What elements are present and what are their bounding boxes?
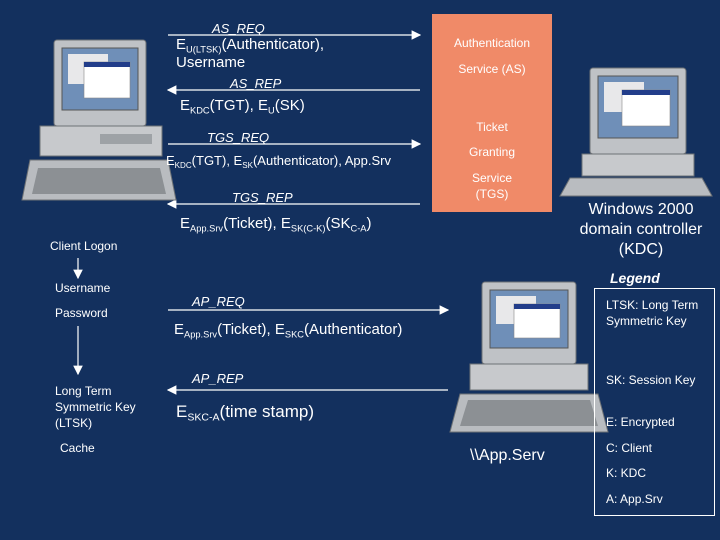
as-label-line2: Service (AS)	[458, 62, 526, 76]
kdc-services-box: Authentication Service (AS) Ticket Grant…	[432, 14, 552, 212]
tgs-rep-label: TGS_REP	[232, 190, 293, 205]
as-rep-label: AS_REP	[230, 76, 282, 91]
as-label-line1: Authentication	[453, 36, 531, 50]
as-req-username: Username	[176, 54, 246, 71]
ap-req-label: AP_REQ	[192, 294, 245, 309]
legend-item-sk: SK: Session Key	[606, 373, 696, 387]
legend-title: Legend	[610, 270, 660, 286]
tgs-label-line2: Granting	[468, 145, 516, 159]
legend-item-k: K: KDC	[606, 466, 647, 480]
tgs-rep-payload: EApp.Srv(Ticket), ESK(C-K)(SKC-A)	[180, 215, 372, 234]
tgs-req-payload: EKDC(TGT), ESK(Authenticator), App.Srv	[166, 153, 391, 170]
ap-rep-label: AP_REP	[192, 371, 244, 386]
legend-item-c: C: Client	[606, 441, 653, 455]
tgs-req-label: TGS_REQ	[207, 130, 270, 145]
domain-controller-label: Windows 2000 domain controller (KDC)	[579, 201, 703, 258]
ltsk-label: Long Term Symmetric Key (LTSK)	[55, 384, 136, 430]
client-logon-label: Client Logon	[50, 239, 118, 253]
username-label: Username	[55, 281, 111, 295]
ap-rep-payload: ESKC-A(time stamp)	[176, 402, 314, 424]
as-req-payload: EU(LTSK)(Authenticator),	[176, 36, 325, 55]
cache-label: Cache	[60, 441, 95, 455]
legend-item-a: A: App.Srv	[606, 492, 663, 506]
legend-box	[594, 288, 715, 516]
password-label: Password	[55, 306, 108, 320]
as-rep-payload: EKDC(TGT), EU(SK)	[180, 97, 305, 116]
tgs-label-line4: (TGS)	[475, 187, 509, 201]
as-req-label: AS_REQ	[212, 21, 265, 36]
legend-item-ltsk: LTSK: Long Term Symmetric Key	[606, 298, 699, 328]
tgs-label-line1: Ticket	[476, 120, 508, 134]
ap-req-payload: EApp.Srv(Ticket), ESKC(Authenticator)	[174, 321, 403, 340]
app-server-label: \\App.Serv	[470, 447, 545, 464]
legend-item-e: E: Encrypted	[606, 415, 675, 429]
tgs-label-line3: Service	[471, 171, 512, 185]
